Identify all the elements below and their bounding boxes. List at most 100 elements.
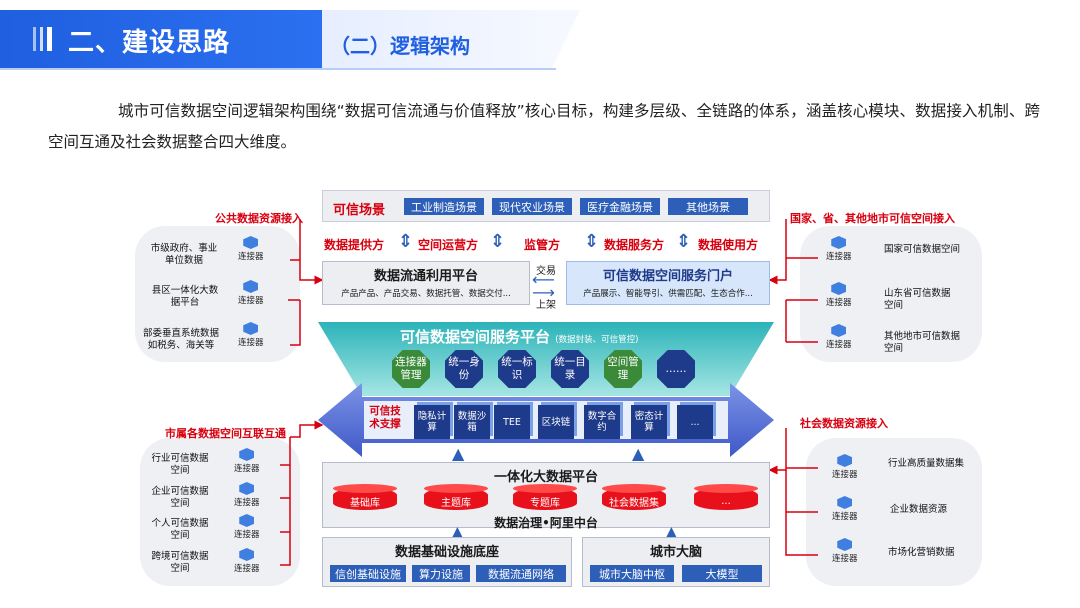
connector-icon [239,482,255,495]
header-bars-icon [33,27,63,51]
up-down-arrow-icon: ⇕ [676,231,692,252]
brain-chip: 城市大脑中枢 [590,565,674,582]
up-down-arrow-icon: ⇕ [584,231,600,252]
subsection-title: （二）逻辑架构 [330,34,470,58]
module-more: …… [657,350,695,388]
connector: 连接器 [832,496,858,522]
platform-right-title: 可信数据空间服务门户 [602,269,733,284]
left-bottom-item: 个人可信数据空间 [151,518,209,541]
scenario-chip: 现代农业场景 [492,198,572,215]
db-more: ... [694,484,758,510]
tech-more: ... [677,405,713,439]
right-bottom-panel [806,438,982,586]
connector: 连接器 [234,548,260,574]
service-platform-note: (数据封装、可信管控) [555,335,639,345]
infra-title: 数据基础设施底座 [394,545,499,560]
role-label: 空间运营方 [418,238,479,252]
exchange-bottom-label: 上架 [536,300,556,311]
right-top-title: 国家、省、其他地市可信空间接入 [790,212,955,225]
right-bottom-item: 市场化营销数据 [888,547,955,558]
connector: 连接器 [832,454,858,480]
city-brain-title: 城市大脑 [649,545,702,560]
connector-icon [243,280,259,293]
connector-icon [837,454,853,467]
header-divider [0,68,556,70]
scenario-chip: 其他场景 [668,198,748,215]
right-top-item: 其他地市可信数据空间 [884,331,961,354]
connector: 连接器 [826,282,852,308]
up-down-arrow-icon: ⇕ [398,231,414,252]
up-arrow-icon: ▲ [452,444,465,463]
subsection-header [322,10,552,68]
module-unified-identity: 统一身份 [445,350,483,388]
right-bottom-item: 行业高质量数据集 [888,458,965,469]
section-title: 二、建设思路 [68,28,231,58]
role-label: 数据使用方 [698,238,759,252]
connector-icon [831,324,847,337]
scenario-label: 可信场景 [333,203,386,218]
section-header [0,10,322,68]
scenario-chip: 工业制造场景 [404,198,484,215]
exchange-top-label: 交易 [536,266,556,277]
brain-chip: 大模型 [682,565,762,582]
connector-icon [243,236,259,249]
left-top-title: 公共数据资源接入 [215,212,303,225]
up-arrow-icon: ▲ [452,524,463,540]
connector: 连接器 [234,482,260,508]
tech-encrypted-computing: 密态计算 [631,405,667,439]
left-bottom-item: 跨境可信数据空间 [151,551,209,574]
connector-icon [831,236,847,249]
connector-icon [837,496,853,509]
role-label: 数据服务方 [604,238,665,252]
left-top-panel [135,226,300,362]
left-bottom-title: 市属各数据空间互联互通 [165,427,286,440]
connector: 连接器 [238,236,264,262]
tech-data-sandbox: 数据沙箱 [454,405,490,439]
left-top-item: 部委垂直系统数据如税务、海关等 [142,328,219,351]
role-label: 监管方 [524,238,561,252]
right-bottom-title: 社会数据资源接入 [800,417,888,430]
infra-chip: 数据流通网络 [476,565,566,582]
infra-chip: 信创基础设施 [330,565,406,582]
tech-blockchain: 区块链 [538,405,574,439]
right-arrow-icon: ⟶ [532,283,555,302]
connector: 连接器 [832,538,858,564]
bigdata-footer: 数据治理•阿里中台 [494,516,598,530]
up-arrow-icon: ▲ [666,524,677,540]
left-bottom-item: 企业可信数据空间 [151,486,209,509]
trusted-space-portal [566,261,770,305]
module-connector-mgmt: 连接器管理 [392,350,430,388]
connector: 连接器 [238,322,264,348]
module-unified-id: 统一标识 [498,350,536,388]
role-label: 数据提供方 [324,238,385,252]
module-unified-catalog: 统一目录 [551,350,589,388]
platform-left-desc: 产品产品、产品交易、数据托管、数据交付... [341,289,511,299]
connector-icon [239,448,255,461]
connector-icon [239,548,255,561]
left-top-item: 市级政府、事业单位数据 [150,243,218,266]
left-bottom-item: 行业可信数据空间 [151,453,209,476]
connector: 连接器 [234,514,260,540]
right-top-item: 山东省可信数据空间 [884,288,951,311]
intro-paragraph: 城市可信数据空间逻辑架构围绕“数据可信流通与价值释放”核心目标，构建多层级、全链… [48,102,1040,151]
connector-icon [831,282,847,295]
tech-label: 可信技术支撑 [369,405,401,430]
right-top-item: 国家可信数据空间 [884,244,961,255]
left-top-item: 县区一体化大数据平台 [151,285,219,308]
up-down-arrow-icon: ⇕ [490,231,506,252]
connector-icon [239,514,255,527]
module-space-mgmt: 空间管理 [604,350,642,388]
tech-tee: TEE [494,405,530,439]
db-theme: 主题库 [424,484,488,510]
left-arrow-icon: ⟵ [532,270,555,289]
infra-chip: 算力设施 [412,565,470,582]
db-basic: 基础库 [333,484,397,510]
tech-privacy-computing: 隐私计算 [414,405,450,439]
scenario-chip: 医疗金融场景 [580,198,660,215]
connector: 连接器 [238,280,264,306]
db-social: 社会数据集 [602,484,666,510]
connector: 连接器 [826,324,852,350]
service-platform-title: 可信数据空间服务平台 (数据封装、可信管控) [400,328,639,346]
connector: 连接器 [234,448,260,474]
up-arrow-icon: ▲ [632,444,645,463]
